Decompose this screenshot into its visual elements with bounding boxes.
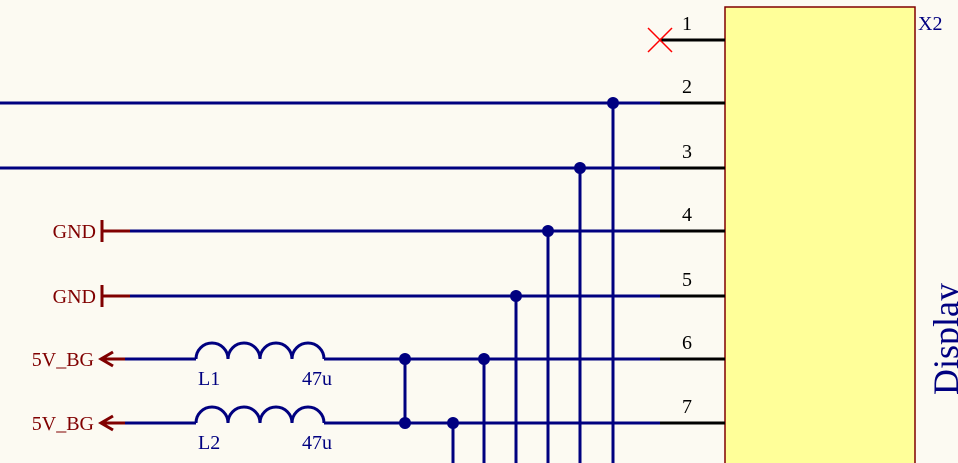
inductor-coil-icon [194, 405, 326, 424]
junction-dot [399, 417, 411, 429]
junction-dot [607, 97, 619, 109]
junction-dot [542, 225, 554, 237]
inductor-value: 47u [302, 368, 332, 390]
power-port-label: 5V_BG [32, 413, 94, 435]
junction-dot [447, 417, 459, 429]
junction-dots [399, 97, 619, 429]
pin-2-number: 2 [682, 76, 692, 98]
pin-5-number: 5 [682, 269, 692, 291]
pin-4-number: 4 [682, 204, 692, 226]
no-connect-icon [647, 27, 673, 53]
inductor-coil-icon [194, 341, 326, 360]
inductor-l2[interactable]: L2 47u [194, 405, 332, 454]
net-wires [0, 101, 660, 463]
power-ports: GND GND 5V_BG 5V_BG [32, 220, 130, 435]
inductor-l1[interactable]: L1 47u [194, 341, 332, 390]
ground-port-label: GND [53, 221, 96, 243]
junction-dot [510, 290, 522, 302]
power-port-label: 5V_BG [32, 349, 94, 371]
junction-dot [399, 353, 411, 365]
junction-dot [478, 353, 490, 365]
pin-3-number: 3 [682, 141, 692, 163]
pin-1-number: 1 [682, 13, 692, 35]
junction-dot [574, 162, 586, 174]
designator-label: X2 [918, 13, 942, 35]
ground-port-label: GND [53, 286, 96, 308]
inductor-designator: L2 [198, 432, 220, 454]
value-label: Display [926, 283, 958, 395]
inductor-value: 47u [302, 432, 332, 454]
connector-body[interactable] [724, 6, 916, 463]
inductor-designator: L1 [198, 368, 220, 390]
pin-7-number: 7 [682, 396, 692, 418]
pin-6-number: 6 [682, 332, 692, 354]
